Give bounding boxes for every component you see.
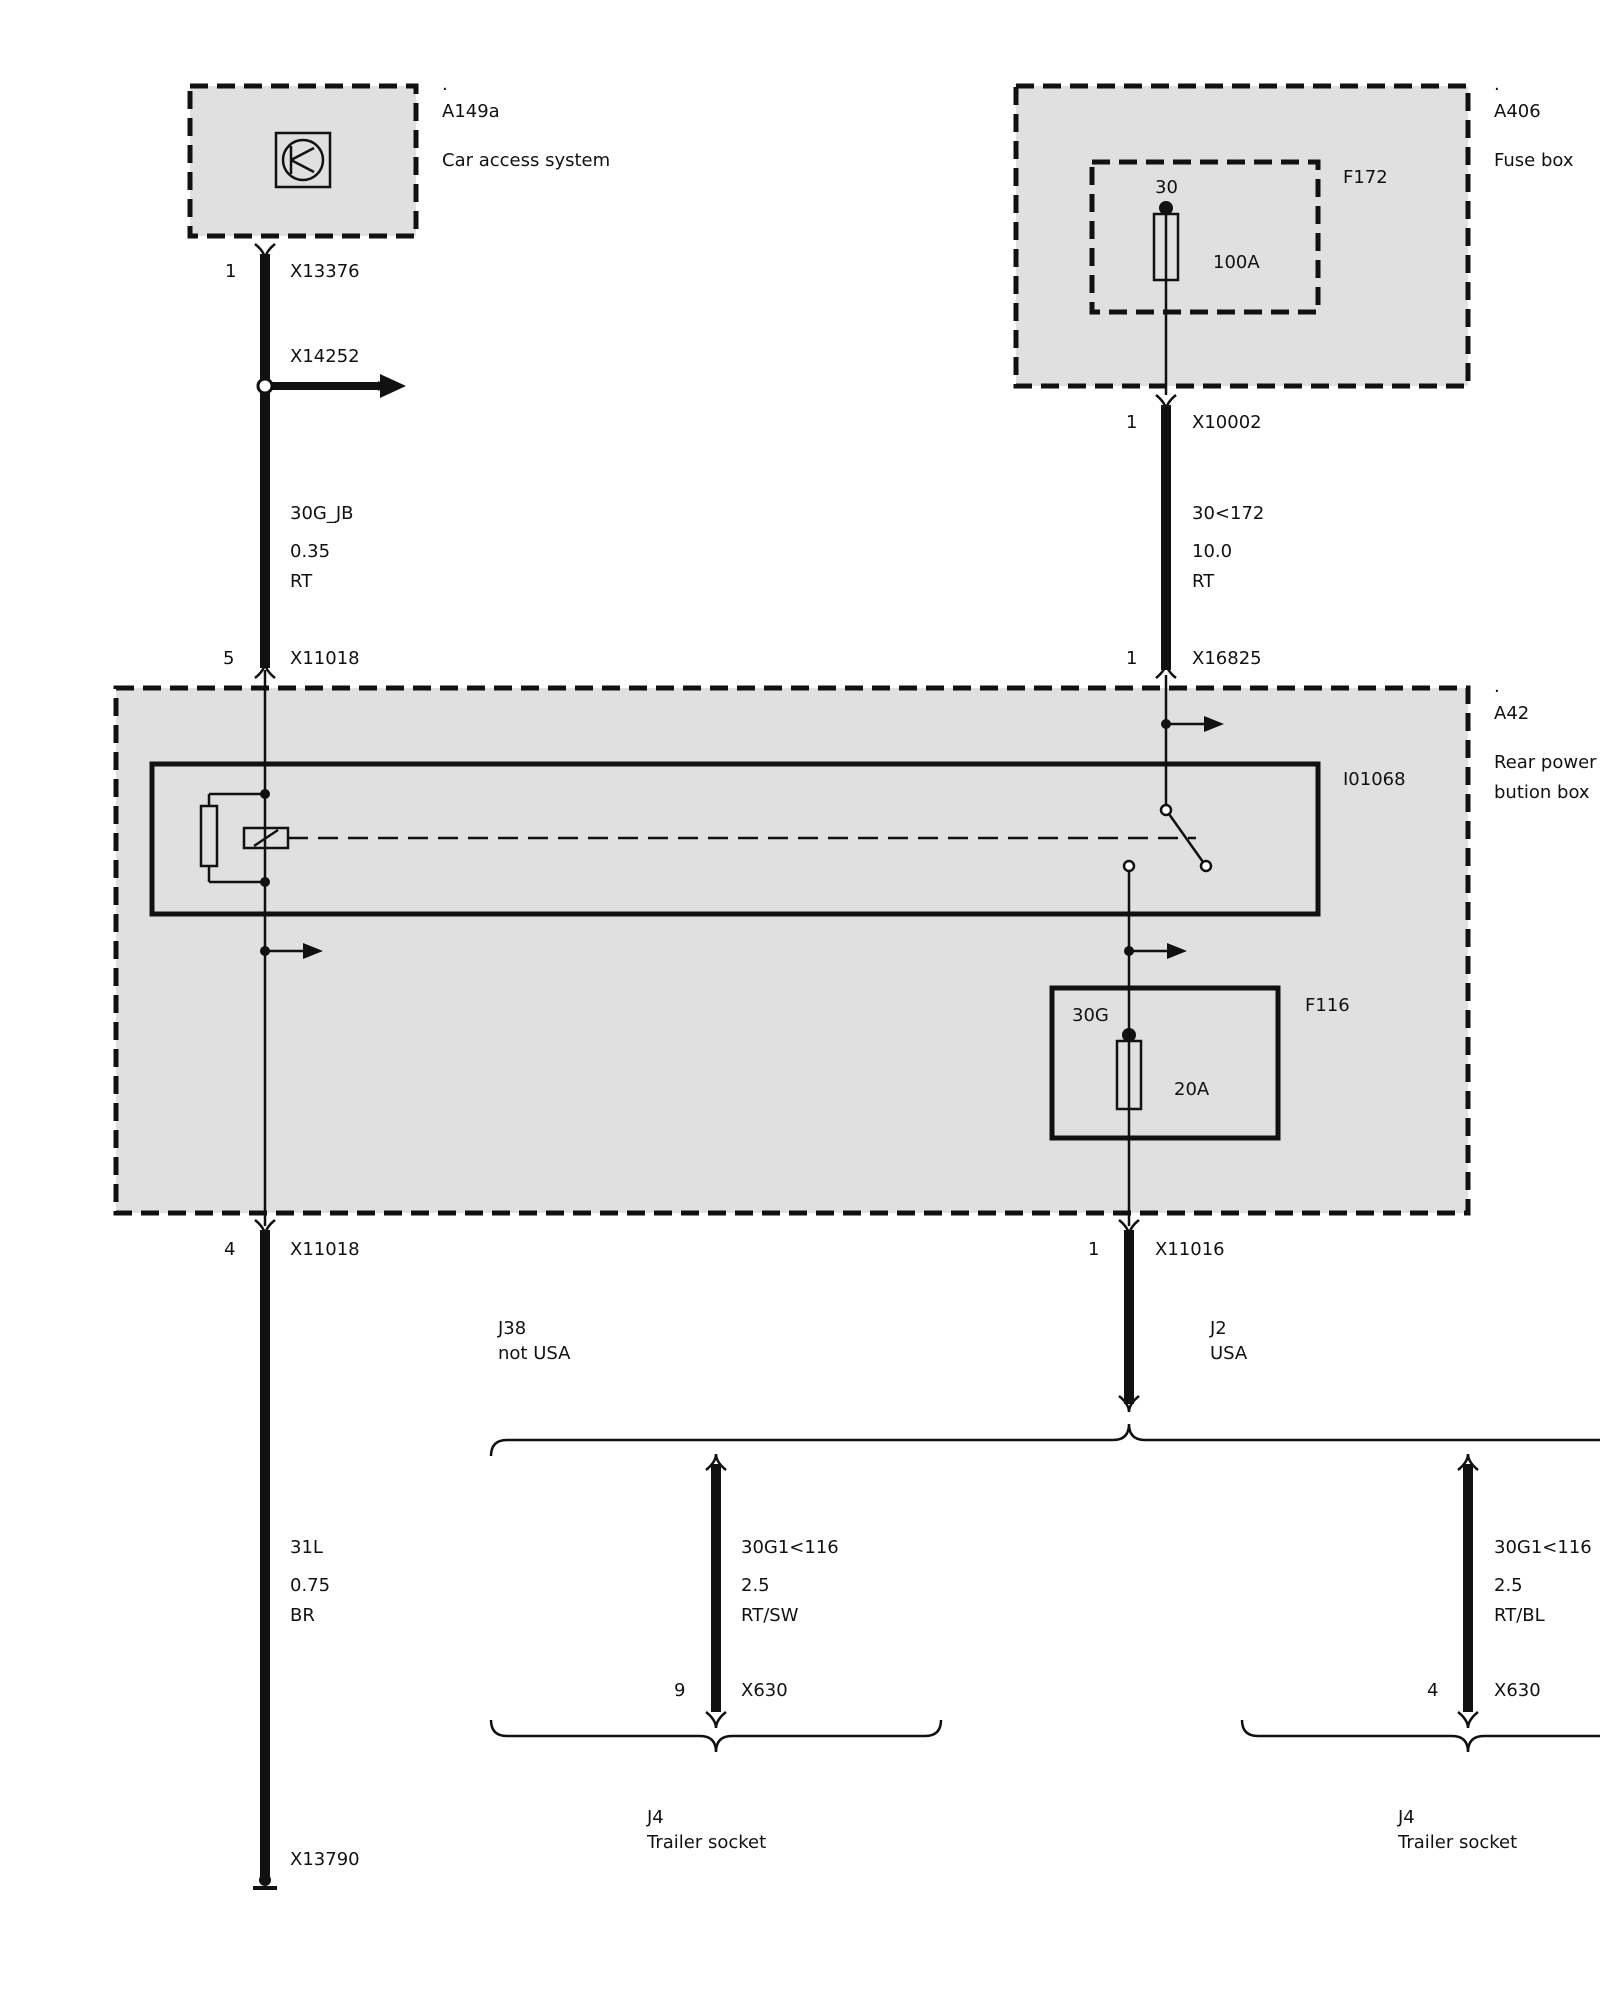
trailer-socket-left-wire [489,1453,943,1753]
f172-id: F172 [1343,167,1388,188]
fuse-box-a406[interactable] [1013,83,1471,395]
wire-30-172-size: 10.0 [1192,541,1232,562]
f116-id: F116 [1305,995,1350,1016]
wire-right-size: 2.5 [1494,1575,1523,1596]
wire-left-color: RT/SW [741,1605,799,1626]
i01068-id: I01068 [1343,769,1406,790]
x11018-top-pin: 5 [223,648,234,669]
a406-id: A406 [1494,101,1541,122]
a42-dot: . [1494,676,1500,697]
x11016-pin: 1 [1088,1239,1099,1260]
x630-left-id: X630 [741,1680,788,1701]
f116-rating: 20A [1174,1079,1210,1100]
f116-terminal: 30G [1072,1005,1109,1026]
rear-power-distribution-box[interactable] [113,685,1471,1216]
variant-j2-code: J2 [1209,1318,1227,1339]
a149a-dot: . [442,74,448,95]
wire-30g-jb-signal: 30G_JB [290,503,354,524]
x630-right-pin: 4 [1427,1680,1438,1701]
x13790-id: X13790 [290,1849,360,1870]
x630-right-id: X630 [1494,1680,1541,1701]
wire-right-signal: 30G1<116 [1494,1537,1592,1558]
fuse-f116-frame [1049,985,1281,1141]
x16825-id: X16825 [1192,648,1262,669]
a406-name: Fuse box [1494,150,1574,171]
x11018-bottom-id: X11018 [290,1239,360,1260]
trailer-socket-right-code: J4 [1397,1807,1415,1828]
x16825-pin: 1 [1126,648,1137,669]
a406-dot: . [1494,74,1500,95]
x11016-id: X11016 [1155,1239,1225,1260]
f172-terminal: 30 [1155,177,1178,198]
left-circuit [253,243,406,1890]
wire-30g-jb-color: RT [290,571,313,592]
car-access-module-icon [274,131,332,189]
wire-31l-size: 0.75 [290,1575,330,1596]
trailer-socket-right-wire [1240,1453,1600,1753]
wire-30g-jb-size: 0.35 [290,541,330,562]
wire-31l-signal: 31L [290,1537,323,1558]
relay-i01068-frame [149,761,1321,917]
trailer-socket-left-code: J4 [646,1807,664,1828]
wire-right-color: RT/BL [1494,1605,1545,1626]
x10002-pin: 1 [1126,412,1137,433]
fuse-f172-icon [1152,201,1180,395]
variant-j38-desc: not USA [498,1343,571,1364]
a149a-name: Car access system [442,150,610,171]
variant-j2-desc: USA [1210,1343,1248,1364]
variant-j38-code: J38 [497,1318,526,1339]
f172-rating: 100A [1213,252,1260,273]
x11018-bottom-pin: 4 [224,1239,235,1260]
a149a-id: A149a [442,101,500,122]
x630-left-pin: 9 [674,1680,685,1701]
x13376-id: X13376 [290,261,360,282]
x14252-id: X14252 [290,346,360,367]
x11018-top-id: X11018 [290,648,360,669]
a42-id: A42 [1494,703,1529,724]
x10002-id: X10002 [1192,412,1262,433]
wire-30-172-signal: 30<172 [1192,503,1264,524]
trailer-socket-left-desc: Trailer socket [646,1832,766,1853]
a42-name-line2: bution box [1494,782,1590,803]
wire-30-172-color: RT [1192,571,1215,592]
right-upper-circuit [1118,394,1224,1413]
trailer-socket-right-desc: Trailer socket [1397,1832,1517,1853]
relay-i01068 [199,789,1213,887]
wire-31l-color: BR [290,1605,315,1626]
car-access-system-module[interactable] [187,83,419,239]
wire-left-size: 2.5 [741,1575,770,1596]
a42-name-line1: Rear power c [1494,752,1600,773]
wire-left-signal: 30G1<116 [741,1537,839,1558]
x13376-pin: 1 [225,261,236,282]
variant-brace [489,1423,1600,1457]
